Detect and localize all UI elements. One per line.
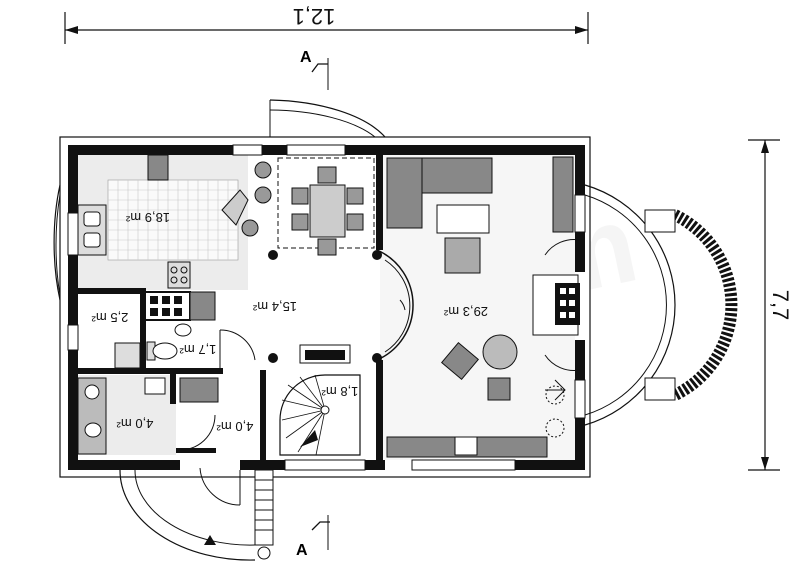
- room-area-wc: 1,7 m²: [179, 342, 217, 357]
- width-dimension: 12,1: [64, 4, 589, 44]
- windows: [67, 144, 586, 471]
- top-arc: [269, 99, 386, 138]
- door-swings: [177, 299, 406, 506]
- section-marker-bottom: A: [296, 515, 330, 559]
- section-marker-top: A: [300, 49, 329, 90]
- columns: [268, 250, 382, 363]
- kitchen-tiles: [107, 179, 239, 261]
- utility-grid: [144, 291, 216, 321]
- top-arc-inner: [269, 109, 376, 138]
- hall-arc: [376, 249, 414, 361]
- section-label-bottom: A: [296, 542, 308, 559]
- width-label: 12,1: [293, 4, 336, 29]
- room-area-living: 29,3 m²: [443, 304, 488, 319]
- depth-dimension: 7,7: [748, 139, 793, 471]
- interior-walls: [78, 150, 383, 460]
- room-area-hall: 15,4 m²: [252, 299, 297, 314]
- entrance-ramp: [119, 469, 274, 561]
- hall-arc-inner: [384, 259, 411, 353]
- left-arc-inner: [55, 194, 61, 296]
- exterior-walls: [68, 145, 585, 470]
- room-area-kitchen: 18,9 m²: [125, 210, 170, 225]
- room-area-stairs: 1,8 m²: [321, 384, 359, 399]
- bay-window: [544, 184, 738, 426]
- wc-fixtures: [114, 323, 192, 369]
- room-area-utility: 2,5 m²: [91, 310, 129, 325]
- left-arc: [53, 184, 61, 301]
- room-area-vestibule: 4,0 m²: [216, 419, 254, 434]
- kitchen-fixtures: [77, 154, 249, 289]
- room-labels: 18,9 m² 15,4 m² 29,3 m² 2,5 m² 1,7 m² 1,…: [91, 210, 488, 434]
- living-furniture: [386, 156, 580, 458]
- stairs: [279, 344, 361, 456]
- section-label-top: A: [300, 49, 312, 66]
- bathroom-fixtures: [77, 377, 219, 455]
- depth-label: 7,7: [768, 290, 793, 321]
- room-area-bathroom: 4,0 m²: [116, 416, 154, 431]
- dining-area: [241, 157, 375, 256]
